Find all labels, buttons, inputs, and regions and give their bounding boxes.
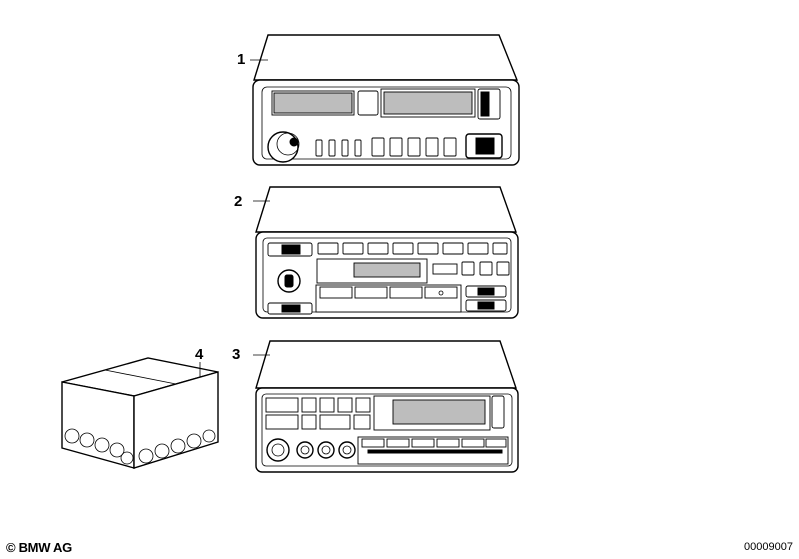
callout-3: 3: [232, 346, 241, 363]
document-number: 00009007: [744, 541, 793, 553]
box-unit-4: [61, 357, 219, 469]
radio-unit-3: [253, 340, 519, 473]
callout-2: 2: [234, 193, 243, 210]
callout-4: 4: [195, 346, 204, 363]
radio-unit-1: [250, 34, 520, 166]
copyright-label: © BMW AG: [6, 540, 72, 555]
callout-1: 1: [237, 51, 246, 68]
radio-unit-2: [253, 186, 519, 319]
